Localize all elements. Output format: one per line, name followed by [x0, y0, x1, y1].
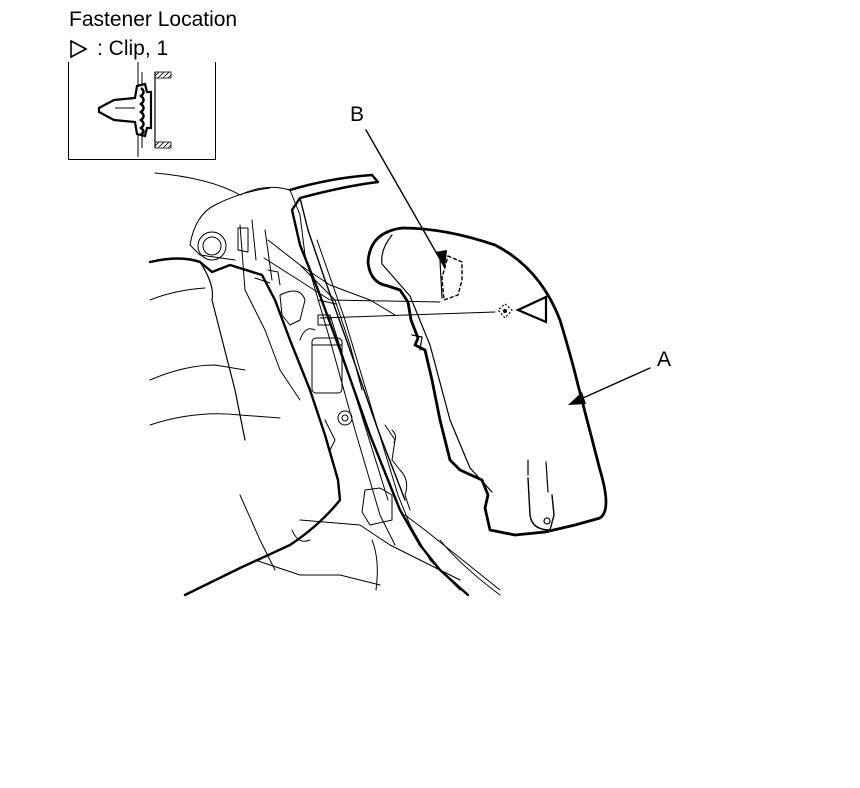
arrowhead-a: [568, 392, 586, 405]
arrowhead-b: [435, 250, 447, 268]
fastener-location-title: Fastener Location: [69, 8, 238, 31]
clip-detail-inset: [68, 62, 216, 160]
clip-detail-icon: [97, 62, 172, 157]
callout-b: B: [350, 103, 365, 126]
seat-back-outline: [148, 257, 342, 597]
leader-b: [365, 129, 446, 269]
clip-location-marker: [497, 295, 548, 324]
body-structure: [149, 172, 501, 596]
callout-a: A: [657, 348, 672, 371]
leader-a: [573, 367, 651, 403]
clip-triangle-marker-icon: [515, 295, 548, 324]
clip-legend-label: : Clip, 1: [97, 37, 169, 60]
trim-panel-a: [366, 226, 608, 537]
clip-legend-row: : Clip, 1: [69, 36, 168, 62]
clip-triangle-icon: [70, 39, 88, 59]
pillar-edge: [288, 173, 470, 597]
